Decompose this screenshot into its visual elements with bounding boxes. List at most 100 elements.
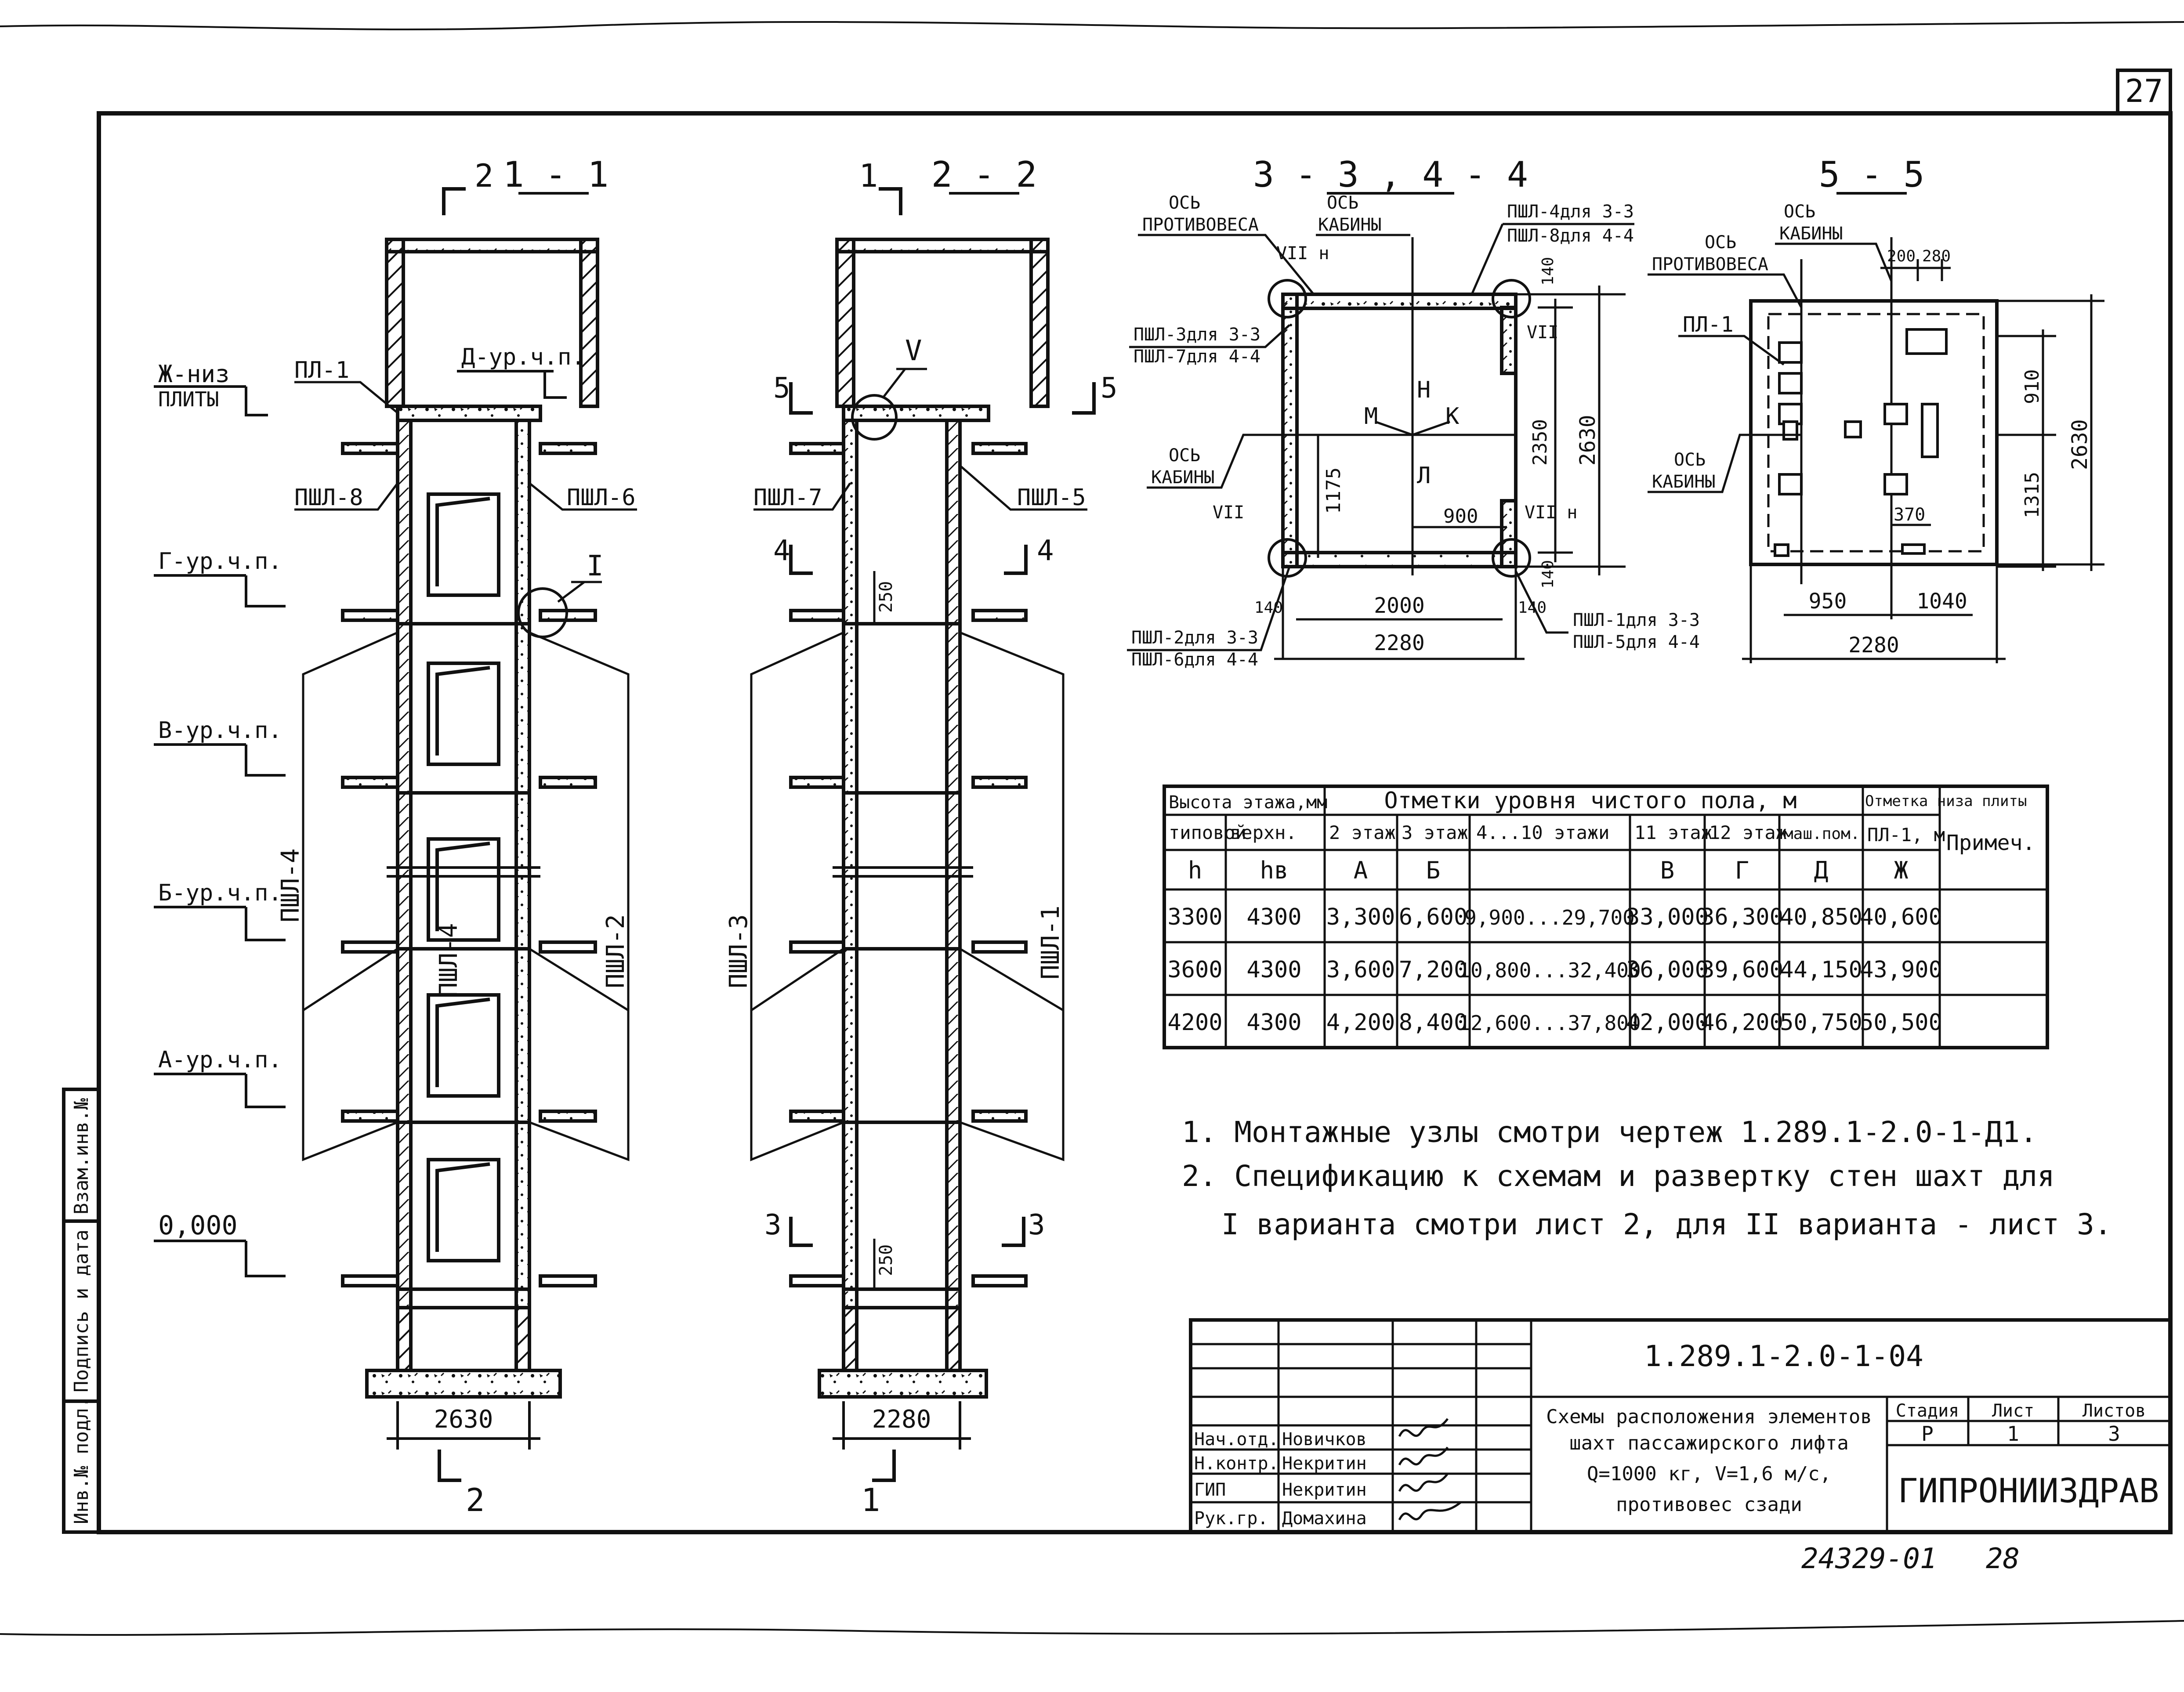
dim-950: 950 — [1809, 589, 1847, 614]
axis-cab-2: КАБИНЫ — [1318, 215, 1382, 235]
dim-250-top: 250 — [876, 581, 896, 613]
section-1-1: 1 - 1 2 — [276, 154, 637, 1518]
letter-H: Н — [1417, 377, 1431, 403]
level-g: Г-ур.ч.п. — [158, 548, 282, 575]
th2-2: 2 этаж — [1329, 822, 1396, 843]
table-rows: 3300 4300 3,300 6,600 9,900...29,700 33,… — [1167, 904, 1942, 1036]
cut-mark-1-top: 1 — [859, 157, 878, 194]
cell-r2-c4: 12,600...37,800 — [1458, 1011, 1641, 1035]
cut5-left: 5 — [773, 372, 790, 405]
section-5-5-title: 5 - 5 — [1819, 154, 1925, 195]
th2-8: ПЛ-1, м — [1867, 824, 1945, 846]
th3-6: Г — [1735, 857, 1749, 884]
stamp-signature-date: Подпись и дата — [70, 1229, 93, 1392]
cell-r1-c6: 39,600 — [1701, 957, 1783, 983]
label-pshl1: ПШЛ-1 — [1036, 905, 1065, 980]
th3-3: Б — [1426, 857, 1441, 884]
dim-140-right-top: 140 — [1539, 257, 1557, 286]
axis-cw-s55-1: ОСЬ — [1705, 232, 1736, 253]
stage-label: Стадия — [1896, 1401, 1959, 1421]
axis-cab-s55-2: КАБИНЫ — [1779, 224, 1843, 244]
axis-cab-1: ОСЬ — [1327, 193, 1358, 213]
sheet-number: 27 — [2125, 72, 2163, 109]
cell-r0-c2: 3,300 — [1326, 904, 1395, 930]
letter-L: Л — [1417, 463, 1431, 489]
dim-2630-s33: 2630 — [1576, 415, 1600, 466]
level-zero: 0,000 — [158, 1210, 238, 1241]
dim-140-right: 140 — [1518, 599, 1547, 617]
th3-8: Ж — [1894, 857, 1909, 884]
cell-r1-c8: 43,900 — [1860, 957, 1942, 983]
node-V-label: V — [905, 335, 922, 367]
sheets-value: 3 — [2108, 1422, 2120, 1446]
sheet-value: 1 — [2007, 1422, 2019, 1446]
cut4-right: 4 — [1037, 535, 1054, 567]
cut5-right: 5 — [1101, 372, 1118, 405]
pshl8-44: ПШЛ-8для 4-4 — [1507, 226, 1634, 246]
desc-4: противовес сзади — [1616, 1493, 1802, 1516]
cell-r0-c5: 33,000 — [1626, 904, 1709, 930]
label-pshl8: ПШЛ-8 — [294, 484, 363, 511]
dim-370: 370 — [1894, 505, 1925, 525]
pshl6-44: ПШЛ-6для 4-4 — [1131, 650, 1258, 670]
dim-1175: 1175 — [1322, 467, 1345, 514]
th2-1: верхн. — [1230, 822, 1297, 843]
archive-number: 24329-01 — [1801, 1543, 1937, 1575]
cut3-right: 3 — [1028, 1209, 1045, 1241]
axis-cw-1: ОСЬ — [1169, 193, 1200, 213]
cell-r2-c6: 46,200 — [1701, 1009, 1783, 1036]
role-2: ГИП — [1194, 1480, 1226, 1500]
cut-mark-1-bottom: 1 — [861, 1482, 880, 1518]
th2-5: 11 этаж — [1634, 822, 1712, 843]
node-I-circle — [517, 587, 568, 638]
name-2: Некритин — [1282, 1480, 1367, 1500]
th-marks: Отметки уровня чистого пола, м — [1384, 788, 1796, 814]
label-pshl4: ПШЛ-4 — [435, 923, 463, 997]
th3-7: Д — [1814, 857, 1829, 884]
cell-r2-c3: 8,400 — [1399, 1009, 1468, 1036]
sheet-number-box — [2116, 69, 2172, 115]
section-1-1-title: 1 - 1 — [503, 154, 609, 195]
axis-cab2-s55-1: ОСЬ — [1674, 450, 1706, 470]
role-1: Н.контр. — [1194, 1453, 1279, 1474]
cell-r2-c1: 4300 — [1246, 1009, 1301, 1036]
scan-edge-line — [0, 21, 2184, 31]
dim-2280-s33: 2280 — [1374, 631, 1425, 655]
label-pl1-s55: ПЛ-1 — [1683, 312, 1734, 337]
cell-r1-c0: 3600 — [1167, 957, 1222, 983]
axis-cab-s55-1: ОСЬ — [1784, 202, 1815, 222]
level-b: Б-ур.ч.п. — [158, 880, 282, 906]
axis-cab2-2: КАБИНЫ — [1151, 467, 1215, 488]
th2-6: 12 этаж — [1709, 822, 1787, 843]
cell-r1-c7: 44,150 — [1780, 957, 1862, 983]
cell-r0-c3: 6,600 — [1399, 904, 1468, 930]
th2-3: 3 этаж — [1402, 822, 1468, 843]
level-zh: Ж-низ — [158, 360, 230, 388]
dim-910: 910 — [2021, 369, 2043, 404]
desc-3: Q=1000 кг, V=1,6 м/с, — [1587, 1463, 1831, 1485]
label-pshl2: ПШЛ-2 — [601, 914, 630, 988]
cut-mark-2-top: 2 — [474, 157, 493, 194]
desc-1: Схемы расположения элементов — [1546, 1406, 1872, 1428]
side-stamp: Инв.№ подл. Подпись и дата Взам.инв.№ — [62, 1088, 101, 1534]
cell-r0-c0: 3300 — [1167, 904, 1222, 930]
label-pl1: ПЛ-1 — [294, 357, 349, 383]
title-block: 1.289.1-2.0-1-04 Схемы расположения элем… — [1189, 1318, 2172, 1534]
sheet-label: Лист — [1992, 1401, 2034, 1421]
dim-2350: 2350 — [1529, 419, 1551, 466]
stamp-inv-replace: Взам.инв.№ — [70, 1098, 93, 1215]
level-zh-plity: ПЛИТЫ — [158, 387, 219, 411]
th3-1: hв — [1260, 857, 1288, 884]
dim-900: 900 — [1443, 505, 1478, 528]
cell-r1-c2: 3,600 — [1326, 957, 1395, 983]
pshl5-44: ПШЛ-5для 4-4 — [1573, 632, 1700, 652]
th2-7: маш.пом. — [1784, 825, 1860, 843]
doc-code: 1.289.1-2.0-1-04 — [1644, 1339, 1923, 1373]
levels-table: Высота этажа,мм Отметки уровня чистого п… — [1163, 785, 2049, 1049]
cut3-left: 3 — [764, 1209, 782, 1241]
role-3: Рук.гр. — [1194, 1508, 1268, 1529]
axis-cw-2: ПРОТИВОВЕСА — [1142, 215, 1259, 235]
cell-r1-c5: 36,000 — [1626, 957, 1709, 983]
dim-1315: 1315 — [2021, 472, 2043, 518]
